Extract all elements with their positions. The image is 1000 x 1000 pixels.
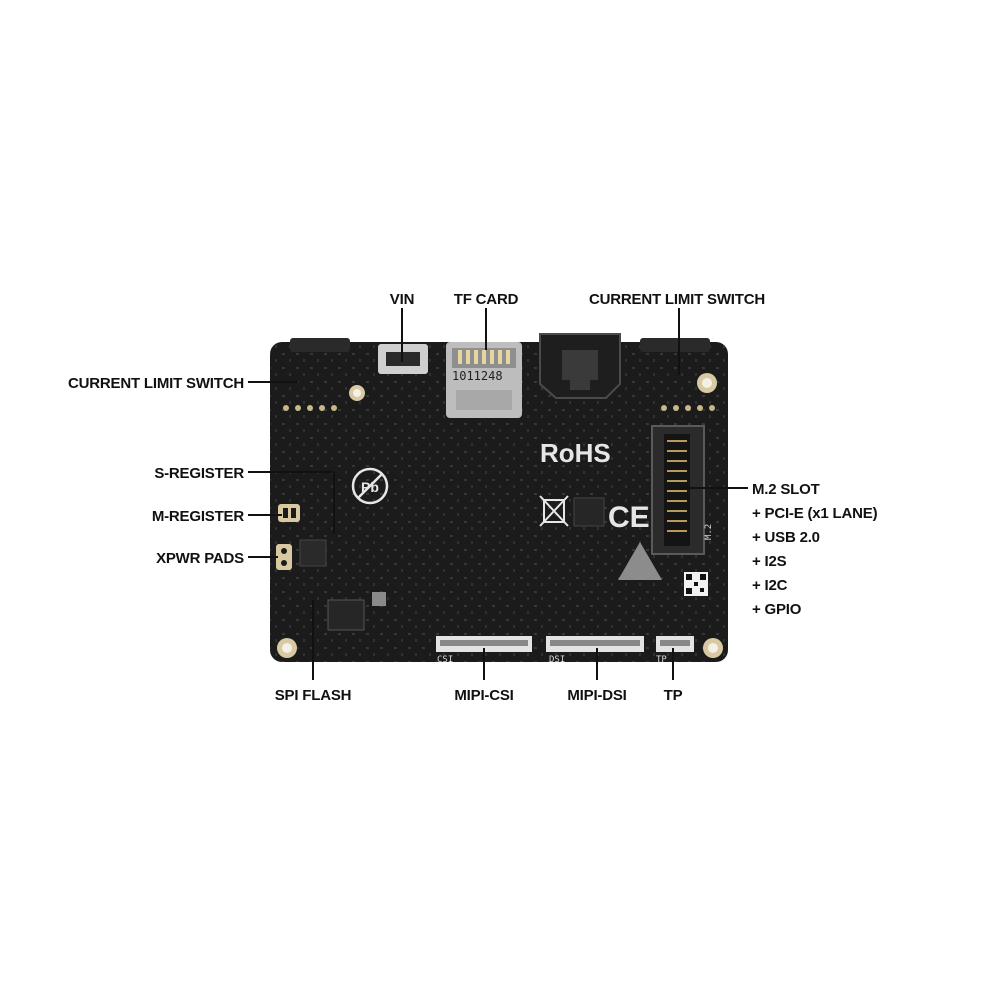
tf-card-slot: 1011248 [446,342,522,418]
mounting-holes [277,373,723,658]
tf-serial: 1011248 [452,369,503,383]
label-m2-feature-1: + PCI-E (x1 LANE) [752,505,878,522]
callout-lines [248,308,748,680]
label-vin: VIN [390,291,414,308]
components [299,497,708,631]
rohs-mark: RoHS [540,438,611,468]
ethernet-jack [539,333,621,399]
m2-silk: M.2 [704,524,714,540]
tp-silk: TP [656,655,667,665]
label-tf-card: TF CARD [454,291,519,308]
m2-slot: M.2 [651,425,714,555]
label-xpwr-pads: XPWR PADS [156,550,244,567]
label-tp: TP [664,687,683,704]
label-m2-slot: M.2 SLOT [752,481,820,498]
pcb-board [270,342,728,662]
label-mipi-dsi: MIPI-DSI [567,687,626,704]
label-current-limit-switch-top: CURRENT LIMIT SWITCH [589,291,765,308]
label-mipi-csi: MIPI-CSI [454,687,513,704]
label-m2-feature-2: + USB 2.0 [752,529,820,546]
label-m2-feature-5: + GPIO [752,601,802,618]
label-s-register: S-REGISTER [154,465,244,482]
dsi-silk: DSI [549,655,565,665]
callout-labels: VIN TF CARD CURRENT LIMIT SWITCH CURRENT… [68,291,878,704]
pb-mark: Pb [361,479,379,495]
csi-silk: CSI [437,655,453,665]
weee-mark [539,495,569,527]
pb-free-mark: Pb [351,467,389,505]
fpc-connectors: CSI DSI TP [436,636,694,665]
label-m2-feature-3: + I2S [752,553,787,570]
label-spi-flash: SPI FLASH [275,687,352,704]
label-m2-feature-4: + I2C [752,577,788,594]
register-pads [276,504,300,570]
label-m-register: M-REGISTER [152,508,245,525]
label-current-limit-switch-left: CURRENT LIMIT SWITCH [68,375,244,392]
pad-rows [283,405,715,411]
ce-mark: CE [608,501,650,534]
